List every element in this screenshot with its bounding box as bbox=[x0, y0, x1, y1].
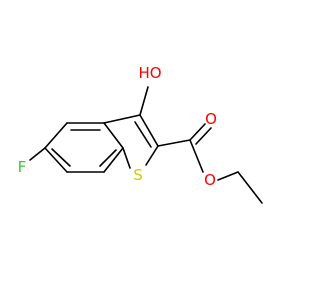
bond-c6-fluorine bbox=[29, 147, 46, 161]
bond-c3-c2-inner bbox=[134, 121, 152, 148]
bond-c7-c4 bbox=[44, 122, 68, 149]
sulfur-atom-label: S bbox=[133, 166, 143, 184]
bond-c3a-c7a bbox=[103, 122, 124, 149]
bond-ester-o-ch2 bbox=[217, 171, 239, 181]
bond-c2-carbonyl bbox=[157, 139, 191, 147]
bond-c7a-c6-inner bbox=[99, 149, 117, 167]
bond-carbonyl-ester-o bbox=[189, 139, 204, 173]
structure-canvas: F S HO O O bbox=[18, 64, 263, 204]
bond-lines bbox=[29, 86, 263, 204]
carbonyl-oxygen-label: O bbox=[205, 110, 217, 128]
hydroxyl-group-label: HO bbox=[138, 64, 161, 82]
bond-c3a-c3 bbox=[103, 114, 141, 124]
bond-c7-c6 bbox=[44, 147, 68, 173]
fluorine-atom-label: F bbox=[18, 158, 27, 176]
bond-carbonyl-o-double-a bbox=[189, 123, 206, 141]
ester-oxygen-label: O bbox=[204, 171, 216, 189]
bond-s-c7a bbox=[122, 147, 131, 169]
bond-c3-hydroxyl bbox=[139, 86, 149, 116]
bond-c2-s bbox=[145, 145, 159, 166]
atom-labels: F S HO O O bbox=[18, 64, 217, 189]
bond-carbonyl-o-double-b bbox=[195, 127, 212, 145]
bond-c3-c2 bbox=[139, 114, 159, 147]
bond-c5-c7-inner bbox=[51, 148, 71, 167]
bond-c7a-c6 bbox=[103, 147, 124, 173]
bond-ch2-ch3 bbox=[237, 171, 263, 204]
